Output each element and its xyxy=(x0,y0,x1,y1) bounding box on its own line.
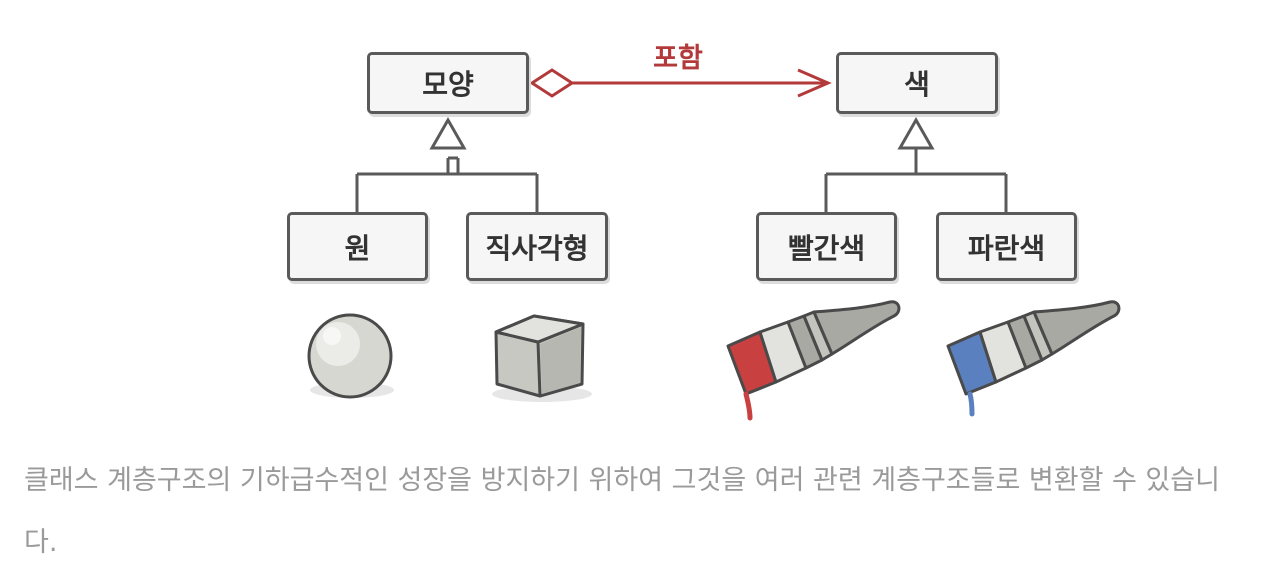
aggregation-label: 포함 xyxy=(653,43,703,74)
red-class-box: 빨간색 xyxy=(756,212,897,281)
circle-class-box: 원 xyxy=(287,212,428,281)
color-class-box: 색 xyxy=(836,52,998,114)
shape-inheritance-arrow xyxy=(429,116,467,150)
color-inheritance-connector xyxy=(824,148,1008,212)
rectangle-class-box: 직사각형 xyxy=(466,212,608,281)
shape-class-box: 모양 xyxy=(367,52,529,114)
shape-inheritance-connector xyxy=(355,156,539,212)
red-paintbrush-icon xyxy=(726,300,901,421)
uml-diagram xyxy=(307,68,1121,421)
blue-class-box: 파란색 xyxy=(936,212,1077,281)
blue-paintbrush-icon xyxy=(946,300,1121,417)
figure-caption: 클래스 계층구조의 기하급수적인 성장을 방지하기 위하여 그것을 여러 관련 … xyxy=(24,465,1220,558)
cube-icon xyxy=(492,314,592,402)
aggregation-arrow xyxy=(529,68,832,98)
sphere-icon xyxy=(307,313,394,399)
color-inheritance-arrow xyxy=(897,116,935,150)
